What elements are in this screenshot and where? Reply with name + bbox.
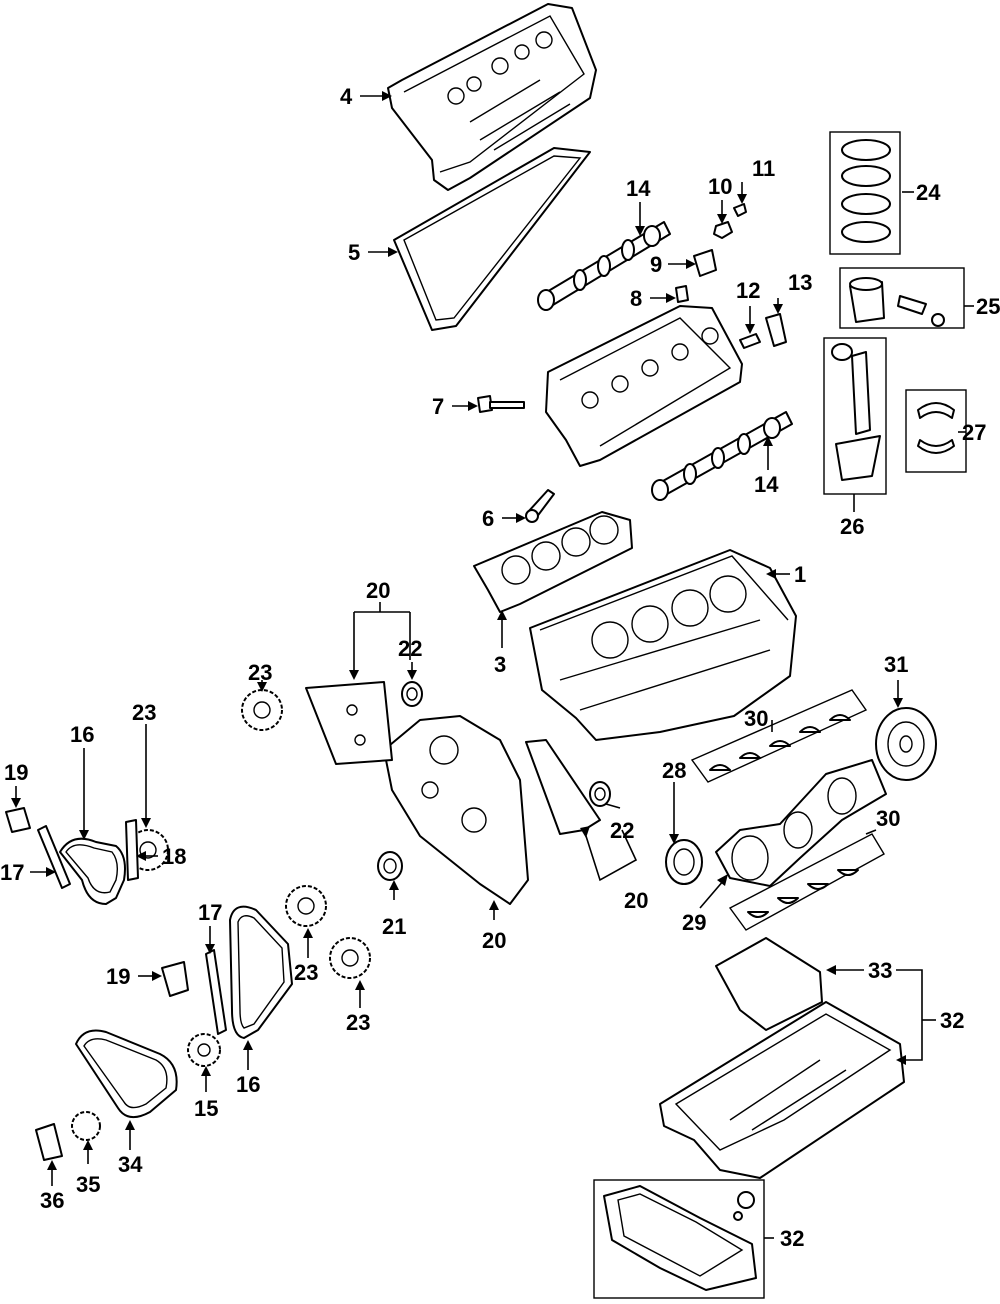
leader-lines: [11, 91, 974, 1239]
oil-pan-baffle: [715, 937, 823, 1031]
head-bolt: [477, 395, 525, 413]
seal-21: [377, 851, 403, 881]
valve-cover: [387, 3, 597, 191]
callout-16-left: 16: [70, 722, 94, 747]
cover-plate-upper: [305, 681, 393, 765]
sprocket-35: [71, 1111, 101, 1141]
callout-3: 3: [494, 652, 506, 677]
crank-pulley: [875, 707, 937, 781]
callout-20-right: 20: [624, 888, 648, 913]
callout-30-upper: 30: [744, 706, 768, 731]
callout-17-right: 17: [198, 900, 222, 925]
callout-13: 13: [788, 270, 812, 295]
oil-pan-upper: [659, 1001, 905, 1179]
valve-cover-gasket: [393, 147, 591, 331]
tensioner-19-left: [5, 807, 31, 833]
connecting-rod: [823, 337, 887, 495]
tensioner-36: [35, 1123, 63, 1161]
callout-22-upper: 22: [398, 636, 422, 661]
callout-24: 24: [916, 180, 941, 205]
callout-30-lower: 30: [876, 806, 900, 831]
seal-22-lower: [589, 781, 611, 807]
callout-14-lower: 14: [754, 472, 779, 497]
piston-rings: [829, 131, 901, 255]
cover-plate-right: [525, 739, 601, 835]
callout-4: 4: [340, 84, 353, 109]
oil-pan-lower: [593, 1179, 765, 1299]
callout-1: 1: [794, 562, 806, 587]
callout-11: 11: [752, 156, 775, 181]
engine-block: [529, 549, 797, 741]
callout-31: 31: [884, 652, 908, 677]
timing-chain-right: [229, 905, 293, 1039]
callout-8: 8: [630, 286, 642, 311]
callout-14-upper: 14: [626, 176, 651, 201]
callout-12: 12: [736, 278, 760, 303]
callout-15: 15: [194, 1096, 218, 1121]
callout-5: 5: [348, 240, 360, 265]
callout-29: 29: [682, 910, 706, 935]
chain-guide-17-left: [37, 825, 71, 889]
timing-cover: [383, 715, 529, 905]
chain-guide-17-right: [205, 949, 227, 1035]
sprocket-15: [187, 1033, 221, 1067]
cylinder-head: [545, 305, 743, 467]
callout-7: 7: [432, 394, 444, 419]
callout-23-right: 23: [346, 1010, 370, 1035]
camshaft-lower: [651, 411, 793, 501]
callout-32-lower: 32: [780, 1226, 804, 1251]
callout-28: 28: [662, 758, 686, 783]
chain-guide-18: [125, 819, 139, 881]
valve-lifter-small-parts: [675, 203, 787, 349]
callout-19-right: 19: [106, 964, 130, 989]
callout-33: 33: [868, 958, 892, 983]
callout-35: 35: [76, 1172, 100, 1197]
callout-18: 18: [162, 844, 186, 869]
head-gasket: [473, 511, 633, 613]
camshaft-upper: [537, 221, 671, 311]
sprocket-23-top: [241, 689, 283, 731]
crankshaft: [715, 759, 887, 887]
main-bearings-lower: [728, 833, 885, 931]
callout-23-mid: 23: [294, 960, 318, 985]
bolt-6: [525, 489, 555, 523]
callout-25: 25: [976, 294, 1000, 319]
callout-16-right: 16: [236, 1072, 260, 1097]
callout-6: 6: [482, 506, 494, 531]
callout-19-left: 19: [4, 760, 28, 785]
callout-27: 27: [962, 420, 986, 445]
callout-10: 10: [708, 174, 732, 199]
callout-21: 21: [382, 914, 406, 939]
tensioner-19-right: [161, 961, 189, 997]
callout-23-left: 23: [132, 700, 156, 725]
piston: [839, 267, 965, 329]
oil-pump-chain: [75, 1029, 178, 1119]
sprocket-23-mid: [285, 885, 327, 927]
timing-chain-left: [59, 837, 126, 905]
callout-22-lower: 22: [610, 818, 634, 843]
main-bearings-upper: [690, 689, 868, 783]
callout-9: 9: [650, 252, 662, 277]
seal-22-upper: [401, 681, 423, 707]
part-labels: 1 3 4 5 6 7 8 9 10 11 12 13 14 14 15 16 …: [0, 84, 1000, 1251]
callout-23-top: 23: [248, 660, 272, 685]
rear-main-seal: [665, 839, 703, 885]
sprocket-23-right: [329, 937, 371, 979]
callout-36: 36: [40, 1188, 64, 1213]
callout-32-upper: 32: [940, 1008, 964, 1033]
callout-34: 34: [118, 1152, 143, 1177]
callout-20-bottom: 20: [482, 928, 506, 953]
rod-bearings: [905, 389, 967, 473]
callout-17-left: 17: [0, 860, 24, 885]
callout-26: 26: [840, 514, 864, 539]
callout-20-top: 20: [366, 578, 390, 603]
